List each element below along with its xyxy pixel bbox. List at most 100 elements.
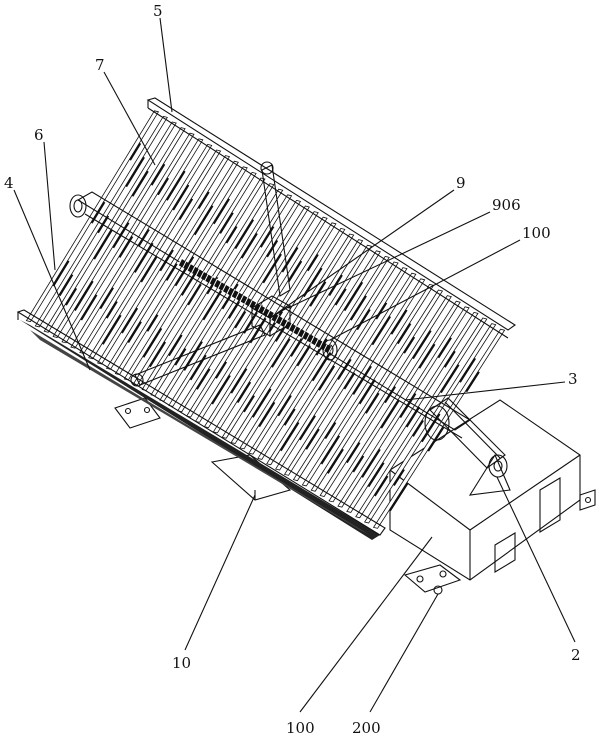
- mounting-foot-left: [114, 397, 161, 429]
- callout-100-upper: 100: [522, 224, 551, 242]
- slat-gap: [403, 336, 416, 354]
- slat-gap: [183, 341, 203, 371]
- slat-gap: [465, 371, 480, 393]
- link-arm-lower: [130, 324, 266, 387]
- slat-gap: [279, 421, 300, 452]
- slat-gap: [187, 283, 202, 306]
- screw-thread: [217, 281, 223, 290]
- slat-gap: [127, 321, 142, 343]
- callout-906: 906: [492, 196, 521, 214]
- screw-thread: [309, 335, 315, 344]
- slat: [283, 272, 417, 476]
- slat-gap: [159, 249, 174, 272]
- slat-gap: [101, 314, 122, 345]
- callout-200: 200: [352, 719, 381, 737]
- screw-thread: [318, 340, 324, 350]
- slat-gap: [174, 256, 195, 287]
- slat-gap: [118, 235, 134, 258]
- hinge-bracket: [468, 453, 511, 496]
- screw-thread: [199, 270, 205, 280]
- slat-gap: [99, 287, 114, 310]
- slat: [337, 306, 470, 508]
- slat-gap: [258, 401, 276, 428]
- slat-gap: [73, 280, 94, 311]
- slat-gap: [324, 421, 337, 440]
- slat-gap: [405, 406, 421, 428]
- screw-thread: [314, 338, 320, 347]
- screw-thread: [226, 286, 231, 295]
- slat-gap: [240, 232, 258, 259]
- slat-gap: [165, 170, 186, 201]
- slat-gap: [305, 428, 320, 450]
- slat-gap: [80, 294, 98, 321]
- slat-gap: [364, 392, 380, 414]
- top-rail: [146, 97, 516, 339]
- slat-gap: [373, 475, 389, 497]
- slat-gap: [392, 468, 405, 486]
- screw-thread: [181, 260, 187, 269]
- slat-gap: [146, 314, 159, 332]
- slat: [52, 127, 186, 339]
- slat: [319, 295, 452, 498]
- bottom-rail: [16, 309, 386, 536]
- slat-gap: [129, 142, 142, 161]
- slat: [34, 115, 168, 328]
- slat-gap: [270, 338, 291, 368]
- slat-gap: [64, 287, 78, 306]
- slat-gap: [180, 269, 198, 296]
- slat: [292, 278, 426, 482]
- slat-gap: [150, 163, 166, 186]
- slat: [88, 149, 222, 360]
- slat-gap: [105, 300, 118, 319]
- slat-gap: [375, 302, 388, 320]
- slat-gap: [306, 253, 319, 272]
- slat: [177, 205, 310, 413]
- slat: [194, 216, 328, 423]
- slat-gap: [266, 239, 279, 258]
- callout-4: 4: [4, 174, 14, 192]
- screw-thread: [186, 262, 192, 272]
- slat-gap: [458, 357, 477, 383]
- callout-10: 10: [172, 654, 191, 672]
- slat: [355, 317, 488, 519]
- screw-thread: [327, 345, 333, 355]
- slat-gap: [234, 219, 255, 250]
- slat: [275, 267, 408, 471]
- screw-thread: [212, 278, 218, 287]
- slat-gap: [383, 385, 397, 404]
- slat: [266, 261, 399, 466]
- callout-7: 7: [95, 56, 105, 74]
- bottom-plate: [20, 320, 380, 540]
- screw-thread: [208, 275, 214, 285]
- slat-gap: [437, 337, 452, 359]
- slat-gap: [411, 419, 424, 437]
- slat-gap: [283, 408, 296, 426]
- slat: [301, 283, 435, 487]
- slat-gap: [439, 364, 460, 394]
- callout-2: 2: [571, 646, 581, 664]
- slat-gap: [371, 315, 392, 346]
- slat-gap: [156, 177, 170, 196]
- slat-gap: [418, 343, 436, 369]
- slat-gap: [227, 297, 243, 319]
- slat-gap: [349, 295, 367, 321]
- slat-gap: [120, 307, 139, 334]
- screw-thread: [287, 322, 293, 331]
- slat: [257, 255, 390, 460]
- slat: [364, 323, 497, 524]
- slat-gap: [358, 379, 376, 405]
- slat-gap: [298, 415, 316, 441]
- slat-gap: [165, 263, 178, 281]
- screw-thread: [301, 330, 306, 339]
- screw-thread: [292, 325, 298, 334]
- slat-gap: [221, 283, 239, 310]
- screw-thread: [323, 343, 329, 352]
- slat-gap: [197, 191, 210, 210]
- slat-gap: [230, 367, 248, 394]
- slat-array: [25, 110, 506, 529]
- callout-9: 9: [456, 174, 466, 192]
- slat-gap: [343, 281, 364, 312]
- slat-gap: [411, 330, 432, 360]
- slat-gap: [193, 205, 214, 236]
